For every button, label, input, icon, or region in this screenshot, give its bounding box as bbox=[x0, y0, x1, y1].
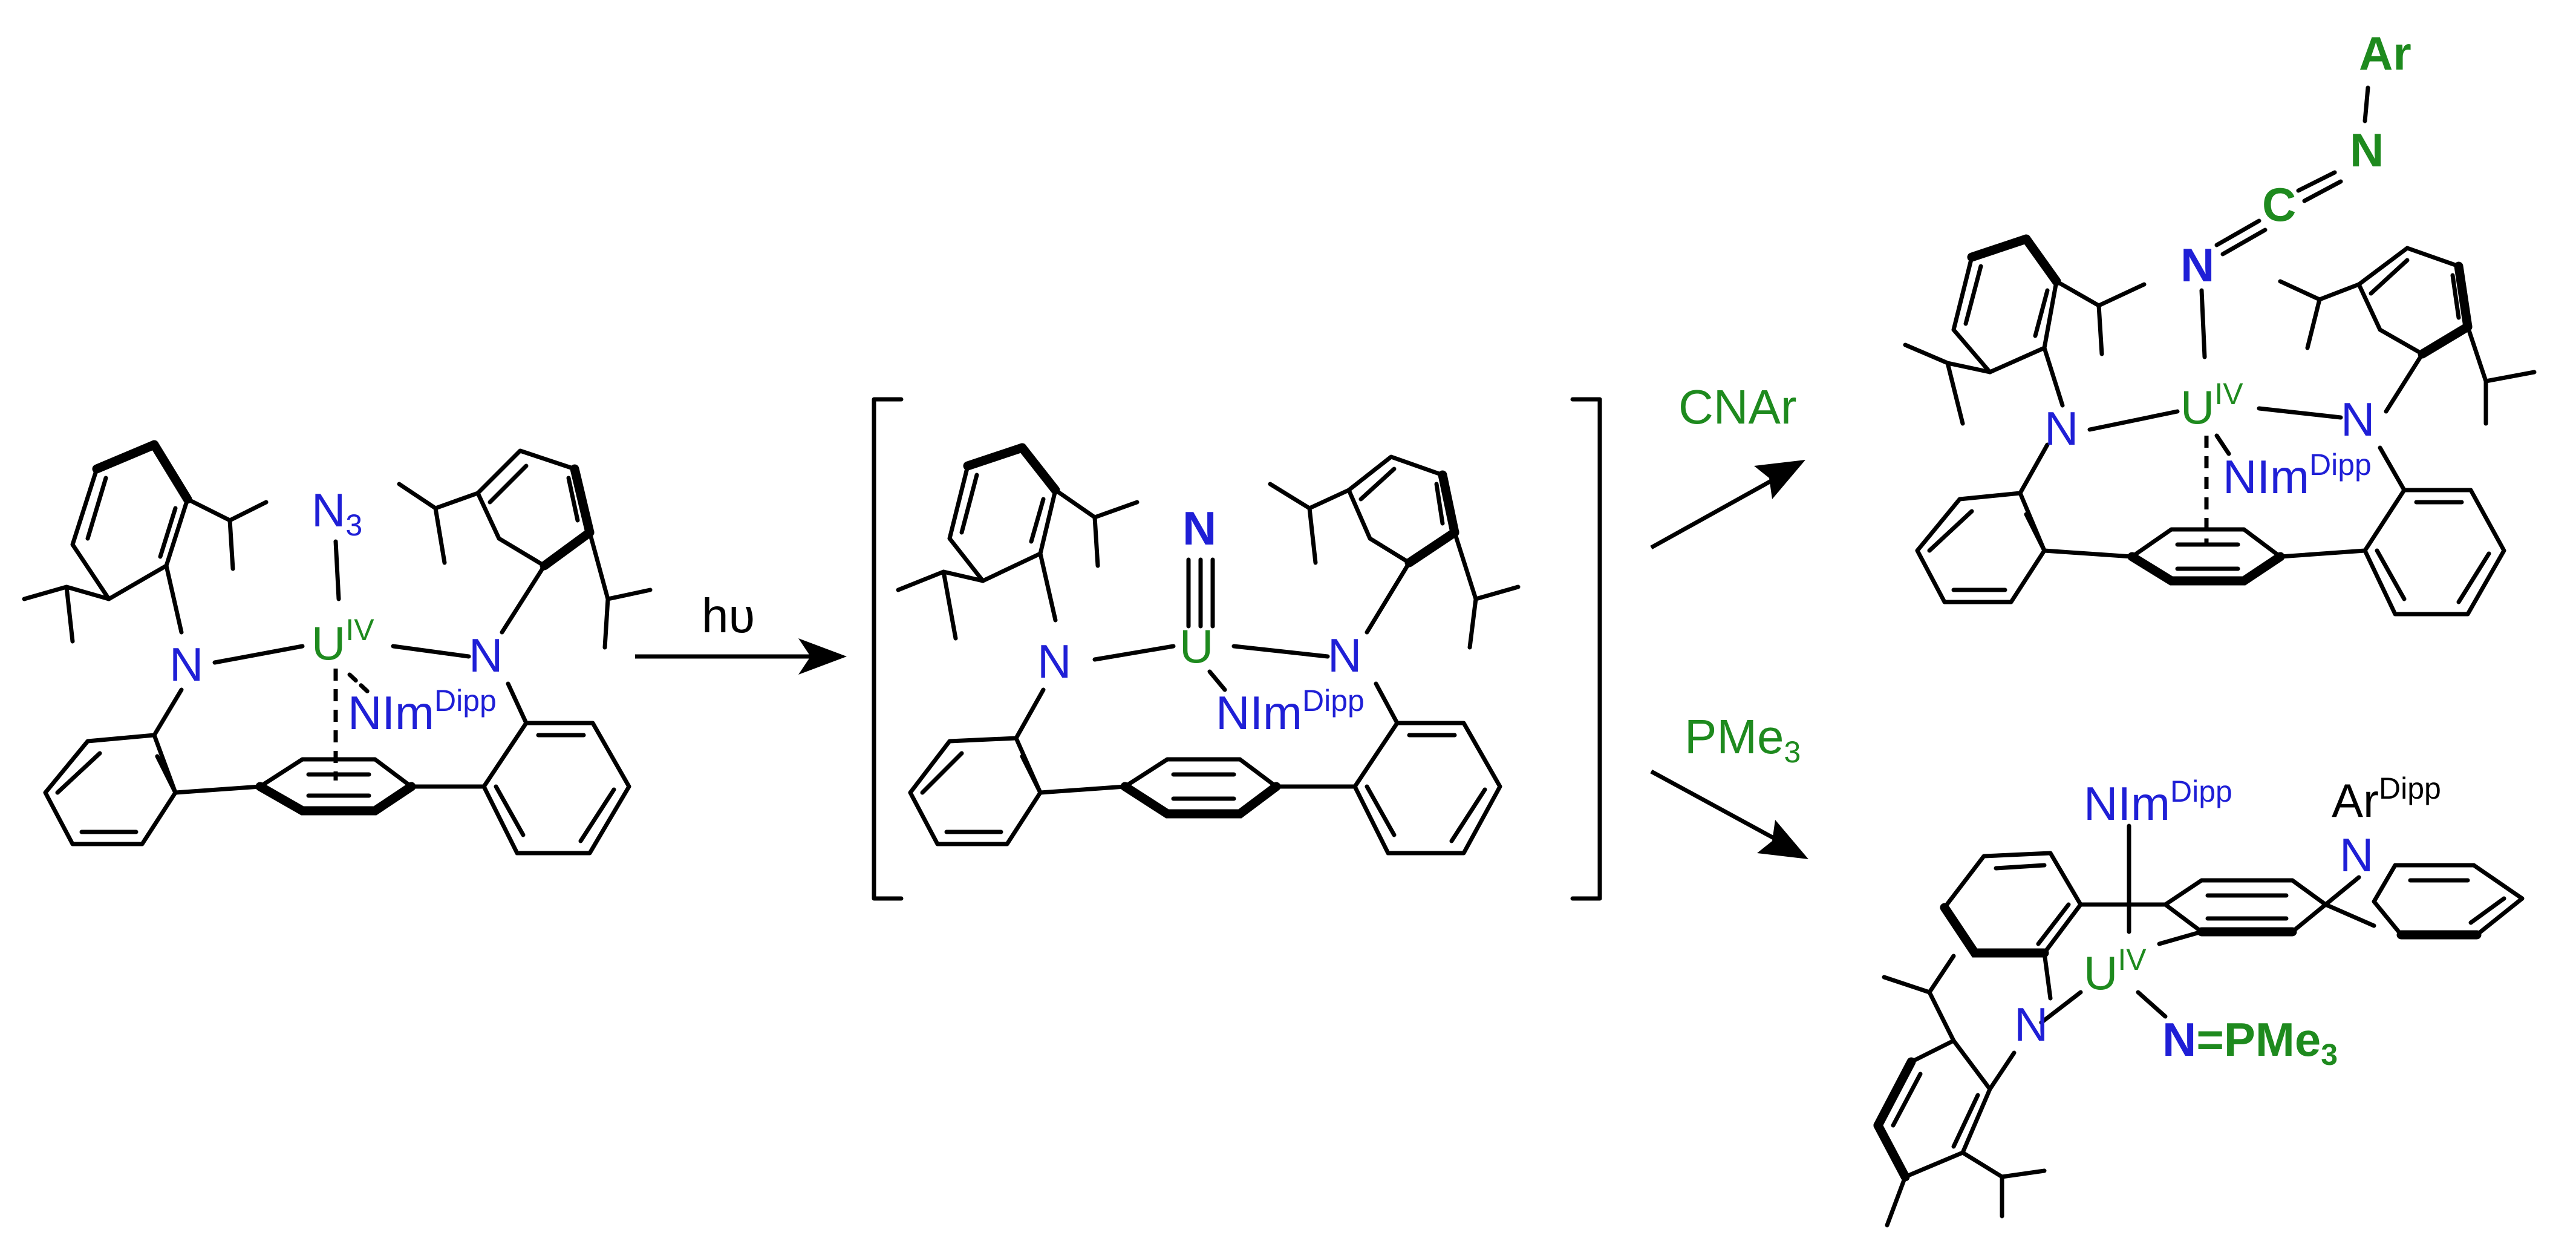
prod2-uranium-oxidation: IV bbox=[2118, 943, 2147, 977]
prod2-ar-text: Ar bbox=[2332, 774, 2379, 827]
pme3-arrow bbox=[1650, 769, 1792, 849]
carbodiimide-c-n-bond-2 bbox=[2302, 179, 2343, 203]
structure-carbodiimide-product: Ar N C N bbox=[1903, 27, 2537, 617]
right-phenyl-ring bbox=[409, 681, 631, 856]
amide-n-right-label: N bbox=[469, 629, 503, 682]
pme3-main: PMe bbox=[1684, 710, 1784, 764]
pme3-label: PMe3 bbox=[1684, 710, 1801, 769]
prod2-imidazolinimide-label: NImDipp bbox=[2084, 774, 2232, 830]
int-nim-dipp: Dipp bbox=[1302, 684, 1365, 718]
prod1-nim-dipp: Dipp bbox=[2309, 448, 2372, 482]
pme3-arrowhead bbox=[1757, 820, 1808, 859]
carbodiimide-c-n-bond-1 bbox=[2296, 170, 2337, 193]
prod2-ring-n-label: N bbox=[2340, 828, 2373, 882]
azide-subscript: 3 bbox=[345, 508, 362, 542]
uranium-label: UIV bbox=[311, 613, 374, 670]
carbodiimide-n-terminal-label: N bbox=[2350, 123, 2384, 177]
prod2-aryl-label: ArDipp bbox=[2332, 771, 2441, 827]
int-nim-text: NIm bbox=[1216, 686, 1302, 739]
carbodiimide-n-bound-label: N bbox=[2180, 238, 2214, 292]
int-amide-n-left-label: N bbox=[1037, 635, 1071, 688]
cnar-arrow-group: CNAr bbox=[1650, 380, 1805, 550]
phosphinimide-label: N=PMe3 bbox=[2162, 1013, 2338, 1072]
prod1-uranium-symbol: U bbox=[2180, 381, 2214, 434]
nim-dipp: Dipp bbox=[434, 684, 497, 718]
prod2-uranium-label: UIV bbox=[2084, 943, 2147, 1000]
aryl-label: Ar bbox=[2359, 27, 2411, 80]
cnar-arrow bbox=[1650, 470, 1789, 550]
int-uranium-label: U bbox=[1179, 620, 1213, 673]
structure-nitride-intermediate: N N N U NImDipp bbox=[872, 397, 1602, 901]
prod1-uranium-oxidation: IV bbox=[2214, 377, 2243, 411]
prod1-right-phenyl-ring bbox=[2278, 445, 2506, 617]
cnar-label: CNAr bbox=[1678, 380, 1797, 434]
pme3-subscript: 3 bbox=[1784, 735, 1801, 769]
cnar-arrowhead bbox=[1754, 460, 1805, 499]
nim-text: NIm bbox=[348, 686, 434, 739]
phosphinimide-subscript: 3 bbox=[2321, 1038, 2338, 1072]
pme3-arrow-group: PMe3 bbox=[1650, 710, 1808, 859]
prod1-amide-n-left-label: N bbox=[2044, 402, 2078, 455]
photolysis-label: hυ bbox=[702, 589, 755, 643]
uranium-symbol: U bbox=[311, 617, 345, 670]
prod2-ar-dipp: Dipp bbox=[2379, 771, 2441, 805]
imidazolinimide-label: NImDipp bbox=[348, 684, 497, 739]
structure-phosphinimide-product: NImDipp ArDipp N UIV N N=PMe3 bbox=[1873, 771, 2525, 1228]
photolysis-arrowhead bbox=[798, 638, 847, 675]
prod2-left-phenyl-ring bbox=[1940, 851, 2134, 1001]
int-central-arene-ring bbox=[1120, 757, 1281, 819]
int-left-phenyl-ring bbox=[908, 687, 1127, 846]
prod1-left-dipp-ring bbox=[1903, 234, 2147, 426]
left-dipp-ring bbox=[22, 440, 269, 644]
int-amide-n-right-label: N bbox=[1328, 629, 1361, 682]
left-phenyl-ring bbox=[43, 687, 262, 846]
carbodiimide-n-c-bond-2 bbox=[2220, 227, 2268, 257]
prod1-uranium-label: UIV bbox=[2180, 377, 2243, 434]
prod1-amide-n-right-label: N bbox=[2341, 393, 2375, 446]
phosphinimide-eq: = bbox=[2196, 1013, 2224, 1066]
prod2-uranium-symbol: U bbox=[2084, 946, 2118, 1000]
right-dipp-ring bbox=[397, 448, 653, 650]
photolysis-arrow-group: hυ bbox=[635, 589, 847, 675]
azide-n: N bbox=[311, 483, 345, 537]
prod2-nim-text: NIm bbox=[2084, 777, 2170, 830]
int-right-phenyl-ring bbox=[1274, 681, 1502, 856]
prod1-imidazolinimide-label: NImDipp bbox=[2223, 448, 2372, 503]
amide-n-left-label: N bbox=[169, 638, 203, 691]
carbodiimide-c-label: C bbox=[2262, 178, 2296, 231]
azide-label: N3 bbox=[311, 483, 362, 542]
structure-uranium-azide: N N N3 UIV NImDipp bbox=[22, 440, 653, 856]
prod1-nim-text: NIm bbox=[2223, 450, 2309, 503]
prod2-amide-n-label: N bbox=[2014, 998, 2048, 1051]
nitride-label: N bbox=[1182, 502, 1216, 555]
prod2-nim-dipp: Dipp bbox=[2170, 774, 2232, 808]
prod2-central-ring bbox=[2130, 878, 2328, 946]
left-bracket bbox=[872, 397, 904, 901]
uranium-oxidation-state: IV bbox=[345, 613, 374, 647]
prod1-left-phenyl-ring bbox=[1915, 442, 2134, 604]
phosphinimide-n: N bbox=[2162, 1013, 2196, 1066]
int-imidazolinimide-label: NImDipp bbox=[1216, 684, 1365, 739]
int-right-dipp-ring bbox=[1268, 454, 1521, 650]
prod1-right-dipp-ring bbox=[2278, 246, 2537, 426]
prod2-dipp-ring bbox=[1873, 954, 2047, 1228]
prod2-right-phenyl-ring bbox=[2323, 863, 2525, 940]
int-left-dipp-ring bbox=[896, 443, 1140, 641]
phosphinimide-pme: PMe bbox=[2224, 1013, 2321, 1066]
right-bracket bbox=[1570, 397, 1602, 901]
carbodiimide-n-c-bond-1 bbox=[2214, 218, 2261, 247]
